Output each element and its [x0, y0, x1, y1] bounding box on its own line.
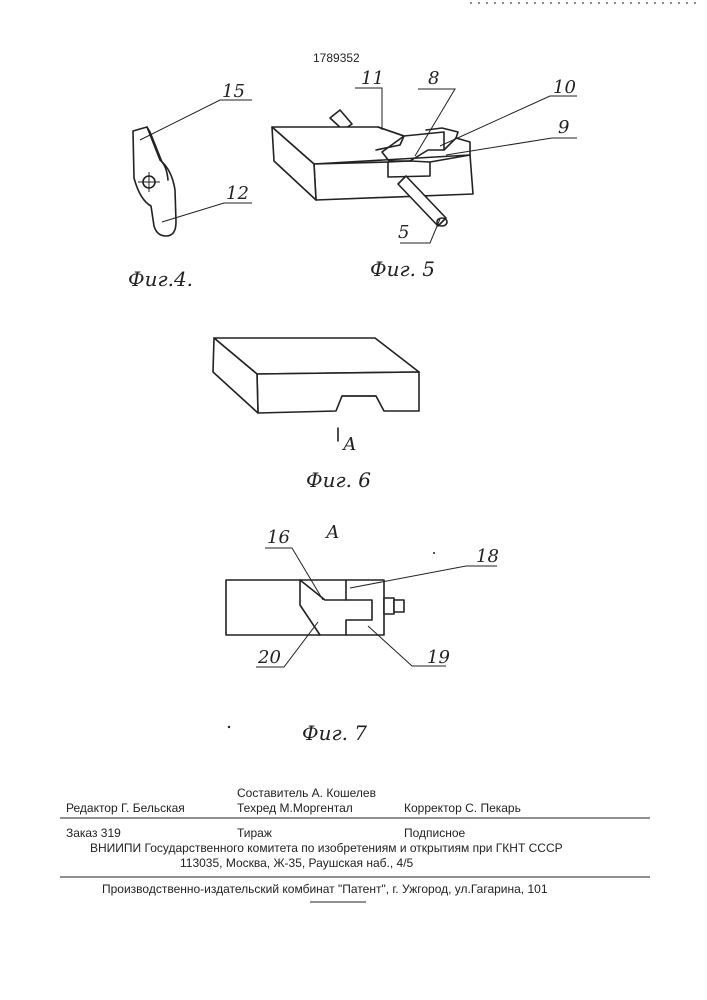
fig7-label-18: 18: [476, 546, 499, 567]
imprint-block: Составитель А. Кошелев Редактор Г. Бельс…: [60, 786, 650, 902]
fig4-caption: Фиг.4.: [128, 267, 193, 291]
scan-speck: [228, 726, 230, 728]
fig5-label-10: 10: [553, 77, 576, 98]
fig5-block-drawing: [272, 88, 577, 243]
fig5-label-9: 9: [558, 117, 569, 138]
fig5-label-5: 5: [398, 222, 409, 243]
fig4-label-12: 12: [226, 183, 249, 204]
imprint-printer: Производственно-издательский комбинат "П…: [102, 882, 548, 896]
fig7-label-16: 16: [267, 527, 290, 548]
imprint-techred: Техред М.Моргентал: [237, 801, 353, 815]
imprint-order: Заказ 319: [66, 826, 121, 840]
scan-speck: [433, 552, 435, 554]
fig7-caption: Фиг. 7: [302, 721, 367, 745]
fig7-label-19: 19: [427, 647, 450, 668]
imprint-org: ВНИИПИ Государственного комитета по изоб…: [90, 841, 563, 855]
fig7-view-title: А: [324, 522, 340, 543]
fig5-caption: Фиг. 5: [370, 257, 435, 281]
fig6-view-marker: А: [341, 434, 357, 455]
fig4-label-15: 15: [222, 81, 245, 102]
imprint-circulation: Тираж: [237, 826, 272, 840]
imprint-editor: Редактор Г. Бельская: [66, 801, 185, 815]
fig7-label-20: 20: [257, 647, 281, 668]
imprint-corrector: Корректор С. Пекарь: [404, 801, 521, 815]
fig4-lever-drawing: [133, 100, 252, 236]
imprint-compiler: Составитель А. Кошелев: [237, 786, 376, 800]
imprint-subscription: Подписное: [404, 826, 466, 840]
imprint-address: 113035, Москва, Ж-35, Раушская наб., 4/5: [180, 856, 414, 870]
fig5-label-8: 8: [428, 68, 439, 89]
fig6-caption: Фиг. 6: [306, 468, 371, 492]
fig5-label-11: 11: [361, 68, 384, 89]
fig6-block-drawing: [213, 338, 419, 441]
patent-number: 1789352: [313, 51, 360, 65]
